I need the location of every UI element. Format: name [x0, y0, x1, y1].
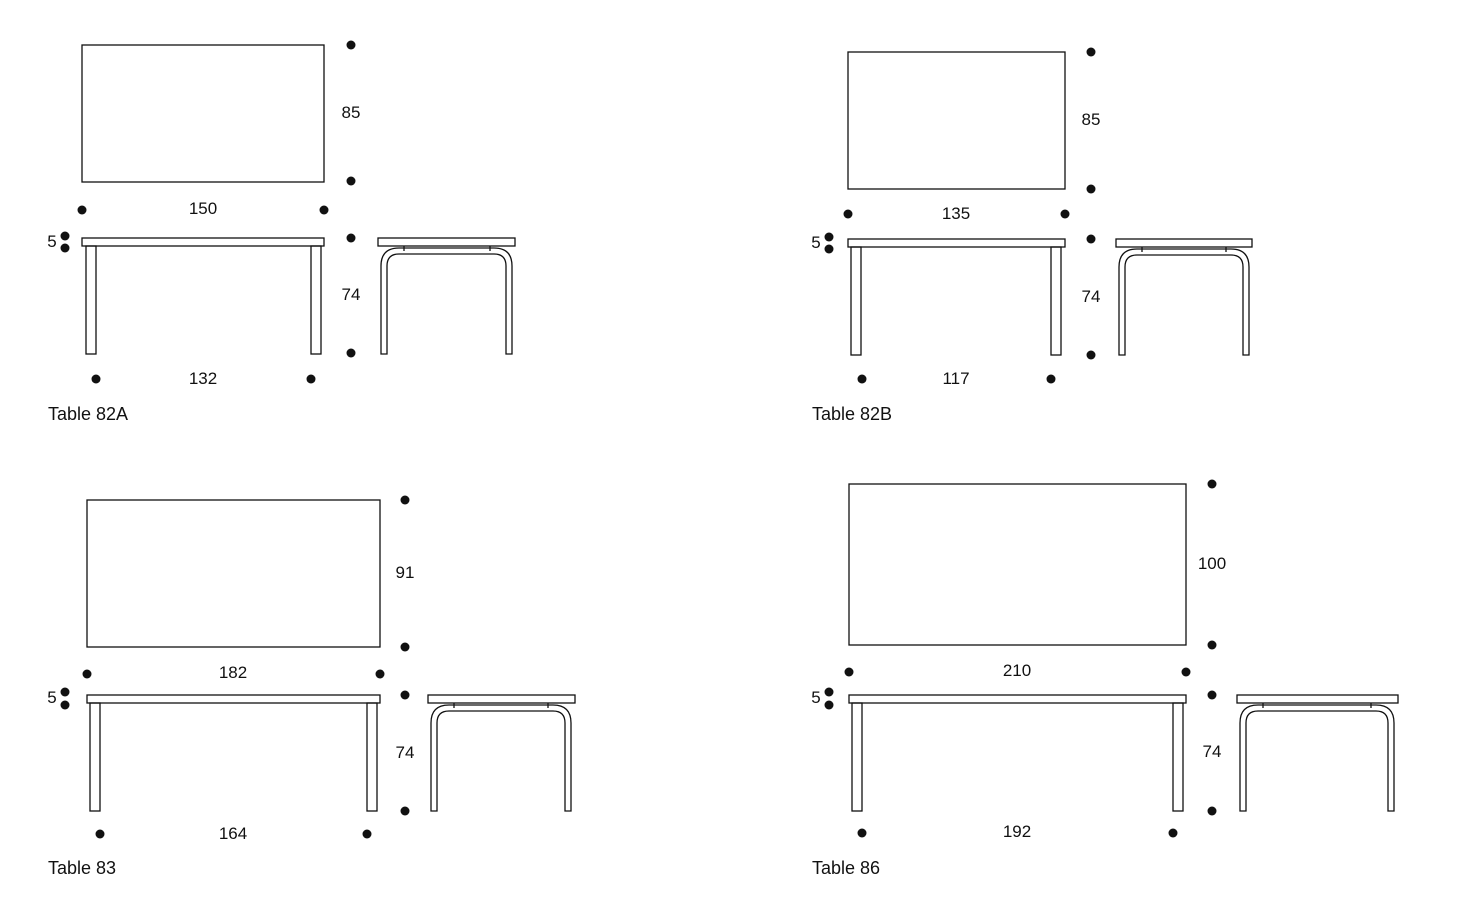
dot: [60, 243, 70, 253]
side-leg-frame: [1239, 704, 1395, 812]
dot: [1060, 209, 1070, 219]
dot: [1207, 690, 1217, 700]
side-tabletop: [427, 694, 576, 704]
dot: [60, 687, 70, 697]
dot: [77, 205, 87, 215]
height-label: 74: [341, 285, 361, 304]
dot: [400, 806, 410, 816]
leg-span-label: 132: [188, 369, 218, 388]
thickness-label: 5: [47, 688, 57, 707]
dot: [400, 495, 410, 505]
dot: [346, 233, 356, 243]
dot: [1086, 234, 1096, 244]
table-caption: Table 86: [812, 858, 881, 878]
dot: [1086, 184, 1096, 194]
dot: [91, 374, 101, 384]
thickness-label: 5: [47, 232, 57, 251]
front-tabletop: [848, 694, 1187, 704]
dot: [1086, 350, 1096, 360]
dot: [400, 690, 410, 700]
side-leg-frame: [1118, 248, 1250, 356]
front-tabletop: [847, 238, 1066, 248]
top-view-outline: [848, 483, 1187, 646]
top-view-outline: [81, 44, 325, 183]
front-tabletop: [86, 694, 381, 704]
dot: [95, 829, 105, 839]
length-label: 135: [941, 204, 971, 223]
leg-span-label: 192: [1002, 822, 1032, 841]
dot: [857, 374, 867, 384]
dot: [844, 667, 854, 677]
dot: [1207, 640, 1217, 650]
dot: [824, 687, 834, 697]
dot: [1086, 47, 1096, 57]
dot: [824, 232, 834, 242]
thickness-label: 5: [811, 233, 821, 252]
front-left-leg: [851, 702, 863, 812]
dot: [824, 700, 834, 710]
dot: [82, 669, 92, 679]
depth-label: 100: [1197, 554, 1227, 573]
dot: [362, 829, 372, 839]
length-label: 150: [188, 199, 218, 218]
depth-label: 91: [395, 563, 415, 582]
front-right-leg: [310, 245, 322, 355]
dot: [824, 244, 834, 254]
dot: [346, 40, 356, 50]
leg-span-label: 117: [942, 369, 970, 388]
front-tabletop: [81, 237, 325, 247]
thickness-label: 5: [811, 688, 821, 707]
side-tabletop: [1236, 694, 1399, 704]
front-left-leg: [850, 246, 862, 356]
front-right-leg: [1172, 702, 1184, 812]
dot: [60, 700, 70, 710]
dot: [857, 828, 867, 838]
front-left-leg: [85, 245, 97, 355]
length-label: 210: [1002, 661, 1032, 680]
top-view-outline: [847, 51, 1066, 190]
height-label: 74: [395, 743, 415, 762]
dot: [346, 176, 356, 186]
dot: [1046, 374, 1056, 384]
side-tabletop: [377, 237, 516, 247]
table-caption: Table 83: [48, 858, 117, 878]
side-leg-frame: [380, 247, 513, 355]
side-tabletop: [1115, 238, 1253, 248]
dot: [1207, 479, 1217, 489]
dot: [60, 231, 70, 241]
dot: [346, 348, 356, 358]
depth-label: 85: [341, 103, 361, 122]
table-caption: Table 82A: [48, 404, 129, 424]
dot: [1168, 828, 1178, 838]
dot: [306, 374, 316, 384]
depth-label: 85: [1081, 110, 1101, 129]
table-caption: Table 82B: [812, 404, 893, 424]
leg-span-label: 164: [218, 824, 248, 843]
dot: [843, 209, 853, 219]
front-left-leg: [89, 702, 101, 812]
dot: [375, 669, 385, 679]
height-label: 74: [1081, 287, 1101, 306]
dot: [1207, 806, 1217, 816]
front-right-leg: [366, 702, 378, 812]
top-view-outline: [86, 499, 381, 648]
side-leg-frame: [430, 704, 572, 812]
front-right-leg: [1050, 246, 1062, 356]
dot: [400, 642, 410, 652]
height-label: 74: [1202, 742, 1222, 761]
length-label: 182: [218, 663, 248, 682]
dot: [1181, 667, 1191, 677]
dot: [319, 205, 329, 215]
